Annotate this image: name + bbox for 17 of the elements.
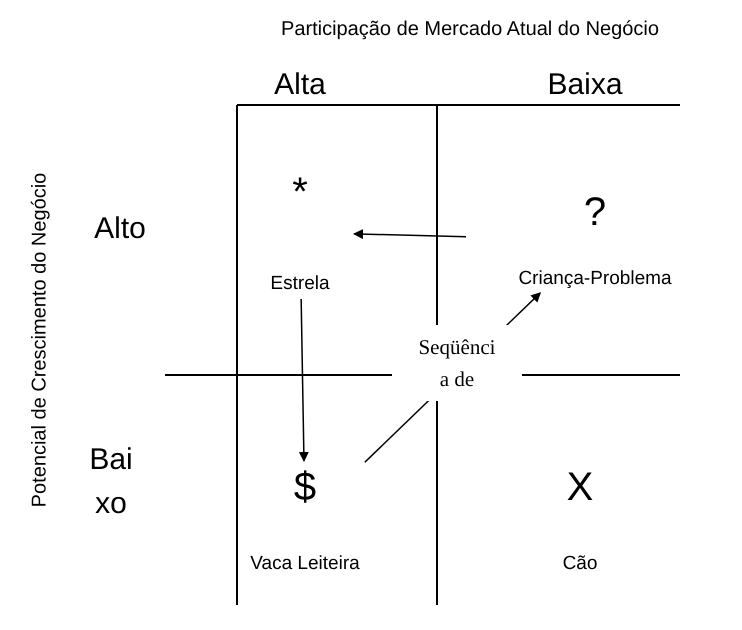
axis-title: Potencial de Crescimento do Negócio xyxy=(28,172,52,508)
quadrant-name: Vaca Leiteira xyxy=(250,553,360,575)
column-header: Alta xyxy=(273,68,327,102)
row-header: Bai xo xyxy=(88,442,134,522)
sequence-label: Seqüênci a de xyxy=(392,325,522,401)
quadrant-name: Cão xyxy=(562,553,598,575)
arrow xyxy=(298,298,309,462)
quadrant-symbol: * xyxy=(292,170,308,214)
axis-title: Participação de Mercado Atual do Negócio xyxy=(280,18,660,41)
row-header: Alto xyxy=(93,212,147,246)
quadrant-symbol: $ xyxy=(294,465,316,509)
quadrant-symbol: ? xyxy=(584,190,606,234)
quadrant-symbol: X xyxy=(566,465,594,509)
quadrant-name: Criança-Problema xyxy=(518,268,672,290)
column-header: Baixa xyxy=(546,68,624,102)
quadrant-name: Estrela xyxy=(270,273,330,295)
arrow xyxy=(353,229,466,240)
